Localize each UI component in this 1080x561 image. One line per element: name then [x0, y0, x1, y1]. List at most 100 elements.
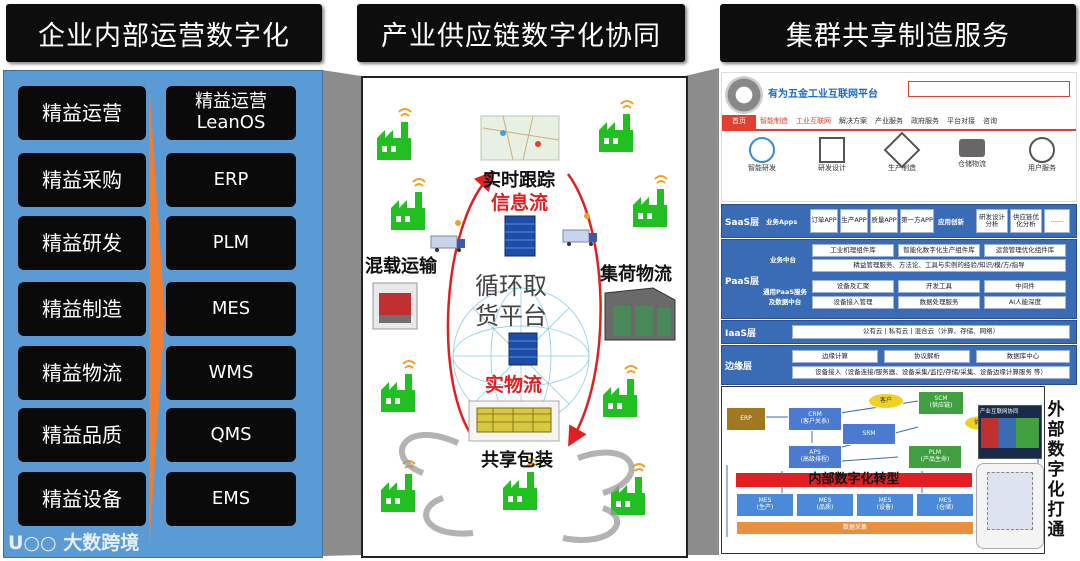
paas-item: 设备及汇聚 — [812, 280, 894, 293]
circle-icon — [749, 137, 775, 163]
saas-item: ...... — [1044, 209, 1070, 233]
portal-nav-item[interactable]: 工业互联网 — [796, 117, 831, 125]
supply-chain-panel: 实时跟踪 信息流 循环取 货平台 实物流 混载运输 集荷物流 共享包装 — [361, 76, 688, 558]
paas-item: 开发工具 — [898, 280, 980, 293]
header-supply-chain: 产业供应链数字化协同 — [357, 4, 685, 62]
paas-item: 工业机理组件库 — [812, 244, 894, 257]
mes-node: MES (品质) — [796, 493, 854, 517]
label-mixed-transport: 混载运输 — [365, 256, 437, 277]
lean-item-equipment: 精益设备 — [18, 472, 146, 526]
saas-item: 生产APP — [840, 209, 868, 233]
portal-screenshot: 有为五金工业互联网平台 首页 智能制造 工业互联网 解决方案 产业服务 政府服务… — [721, 72, 1077, 202]
system-leanos: 精益运营 LeanOS — [166, 86, 296, 140]
scm-node: SCM (供应链) — [918, 391, 964, 415]
portal-icon-row: 智能研发 研发设计 生产制造 仓储物流 用户服务 — [732, 131, 1072, 173]
lean-to-system-arrow — [149, 81, 165, 551]
paas-layer-label: PaaS层 — [725, 277, 759, 287]
portal-search-input[interactable] — [908, 81, 1070, 97]
external-digital-label: 外部数字化打通 — [1047, 400, 1065, 540]
label-info-flow: 信息流 — [491, 192, 549, 214]
watermark-logo-icon: ᑌ○○ — [8, 532, 64, 554]
portal-nav-item[interactable]: 智能制造 — [760, 117, 788, 125]
portal-nav-item[interactable]: 政府服务 — [911, 117, 939, 125]
shared-manufacturing-panel: 有为五金工业互联网平台 首页 智能制造 工业互联网 解决方案 产业服务 政府服务… — [719, 68, 1077, 554]
system-mes: MES — [166, 282, 296, 336]
header-cluster: 集群共享制造服务 — [720, 4, 1076, 62]
portal-icon-design[interactable]: 研发设计 — [802, 137, 862, 173]
mes-node: MES (仓储) — [916, 493, 974, 517]
saas-item-innovation: 应用创新 — [938, 218, 964, 226]
plm-node: PLM (产品生命) — [908, 445, 962, 469]
lean-item-logistics: 精益物流 — [18, 346, 146, 400]
paas-item: AI人能深度 — [984, 296, 1066, 309]
portal-icon-production[interactable]: 生产制造 — [872, 131, 932, 173]
edge-layer-label: 边缘层 — [725, 362, 753, 372]
lean-item-manufacturing: 精益制造 — [18, 282, 146, 336]
system-qms: QMS — [166, 408, 296, 462]
saas-item: 研发设计分析 — [976, 209, 1008, 233]
internal-operations-panel: 精益运营 精益采购 精益研发 精益制造 精益物流 精益品质 精益设备 精益运营 … — [3, 70, 323, 558]
gear-logo-icon — [725, 76, 763, 114]
label-goods-flow: 实物流 — [485, 374, 543, 396]
saas-item-apps: 业务Apps — [766, 218, 798, 226]
mes-node: MES (设备) — [856, 493, 914, 517]
paas-item: 运营管理优化组件库 — [984, 244, 1066, 257]
edge-layer: 边缘层 边缘计算 协议解析 数据库中心 设备接入（设备连接/服务器、设备采集/监… — [721, 345, 1077, 385]
truck-icon — [959, 139, 985, 157]
supply-chain-diagram — [372, 100, 676, 543]
edge-item: 设备接入（设备连接/服务器、设备采集/监控/存储/采集、设备边缘计算服务 等） — [792, 366, 1070, 379]
edge-item: 边缘计算 — [792, 350, 878, 363]
label-platform-line2: 货平台 — [475, 302, 547, 330]
saas-item: 订单APP — [810, 209, 838, 233]
edge-item: 数据库中心 — [976, 350, 1070, 363]
paas-layer: PaaS层 业务中台 工业机理组件库 智能化数字化生产组件库 运营管理优化组件库… — [721, 239, 1077, 319]
system-wms: WMS — [166, 346, 296, 400]
mes-node: MES (生产) — [736, 493, 794, 517]
system-erp: ERP — [166, 153, 296, 207]
collaboration-screenshot-title: 产业互联网协同 — [980, 409, 1019, 415]
collaboration-screenshot: 产业互联网协同 — [978, 405, 1042, 459]
erp-node: ERP — [726, 407, 766, 431]
saas-layer: SaaS层 业务Apps 订单APP 生产APP 质量APP 第一方APP 应用… — [721, 204, 1077, 238]
paas-item: 数据处理服务 — [898, 296, 980, 309]
portal-icon-logistics[interactable]: 仓储物流 — [942, 137, 1002, 173]
internal-transformation-banner: 内部数字化转型 — [736, 473, 972, 487]
customer-node: 客户 — [868, 393, 904, 409]
system-ems: EMS — [166, 472, 296, 526]
lean-item-quality: 精益品质 — [18, 408, 146, 462]
label-shared-packaging: 共享包装 — [481, 450, 553, 471]
label-realtime-tracking: 实时跟踪 — [483, 170, 555, 191]
paas-item: 中间件 — [984, 280, 1066, 293]
portal-nav: 首页 智能制造 工业互联网 解决方案 产业服务 政府服务 平台对接 咨询 — [722, 115, 1076, 131]
dashboard-screenshot — [976, 463, 1044, 549]
lean-item-operations: 精益运营 — [18, 86, 146, 140]
label-platform-line1: 循环取 — [475, 272, 547, 300]
saas-layer-label: SaaS层 — [725, 218, 760, 228]
portal-nav-item[interactable]: 解决方案 — [839, 117, 867, 125]
portal-nav-item[interactable]: 咨询 — [983, 117, 997, 125]
saas-item: 供应链优化分析 — [1010, 209, 1042, 233]
system-plm: PLM — [166, 216, 296, 270]
crm-node: CRM (客户关系) — [788, 407, 842, 431]
portal-title: 有为五金工业互联网平台 — [768, 89, 878, 100]
lean-item-procurement: 精益采购 — [18, 153, 146, 207]
iaas-cloud-box: 公有云 | 私有云 | 混合云（计算、存储、网络） — [792, 325, 1070, 339]
paas-item: 设备接入管理 — [812, 296, 894, 309]
portal-nav-home[interactable]: 首页 — [722, 115, 756, 129]
portal-icon-service[interactable]: 用户服务 — [1012, 137, 1072, 173]
edge-item: 协议解析 — [884, 350, 970, 363]
saas-item: 第一方APP — [900, 209, 934, 233]
portal-nav-item[interactable]: 产业服务 — [875, 117, 903, 125]
srm-node: SRM — [842, 423, 896, 445]
watermark: ᑌ○○ 大数跨境 — [8, 532, 140, 554]
iaas-layer: IaaS层 公有云 | 私有云 | 混合云（计算、存储、网络） — [721, 320, 1077, 344]
portal-nav-item[interactable]: 平台对接 — [947, 117, 975, 125]
portal-icon-rnd[interactable]: 智能研发 — [732, 137, 792, 173]
data-collection-bar: 数据采集 — [736, 521, 974, 535]
paas-item: 精益管理服务、方法论、工具与实例的经验/知识/模/方/指导 — [812, 259, 1066, 272]
saas-item: 质量APP — [870, 209, 898, 233]
label-collection-logistics: 集荷物流 — [600, 264, 672, 285]
iaas-layer-label: IaaS层 — [725, 329, 756, 339]
internal-transformation-diagram: ERP CRM (客户关系) 客户 SCM (供应链) SRM 供应商 APS … — [721, 386, 1045, 554]
